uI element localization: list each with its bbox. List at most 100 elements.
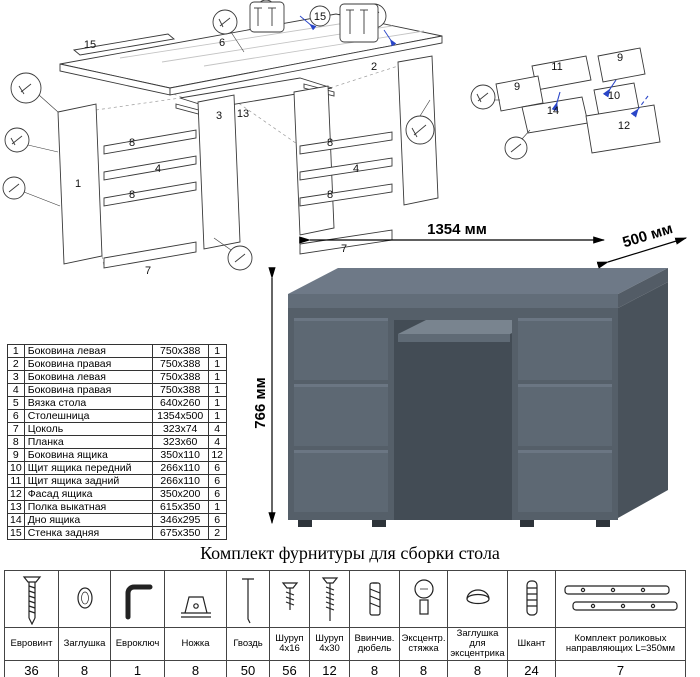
hardware-label: Заглушка bbox=[58, 627, 111, 661]
height-dimension-label: 766 мм bbox=[252, 377, 269, 428]
hardware-qty: 8 bbox=[349, 660, 400, 677]
desk-right-side bbox=[618, 282, 668, 518]
back-panel-left bbox=[72, 33, 176, 56]
hardware-kit-table: Евровинт Заглушка Евроключ Ножка Гвоздь … bbox=[4, 570, 686, 677]
part-size: 350x200 bbox=[151, 487, 209, 501]
part-callout: 9 bbox=[617, 52, 623, 64]
hardware-icon-cell bbox=[555, 570, 686, 628]
part-callout: 11 bbox=[551, 61, 562, 73]
rail-part bbox=[299, 183, 393, 207]
width-dimension-label: 1354 мм bbox=[427, 221, 487, 238]
drawer-front bbox=[518, 384, 612, 446]
hardware-qty-row: 36 8 1 8 50 56 12 8 8 8 24 7 bbox=[4, 660, 686, 677]
desk-render: 1354 мм 500 мм 766 мм bbox=[252, 220, 688, 527]
part-callout: 6 bbox=[219, 37, 225, 49]
part-callout: 9 bbox=[514, 81, 520, 93]
hardware-label: Шуруп 4x16 bbox=[269, 627, 310, 661]
part-size: 750x388 bbox=[151, 357, 209, 371]
part-callout: 1 bbox=[75, 178, 81, 190]
rail-part bbox=[103, 155, 197, 181]
wood-dowel-icon bbox=[525, 580, 538, 616]
foot-icon bbox=[180, 596, 211, 618]
keyboard-tray-front bbox=[398, 334, 510, 342]
cam-cap-icon bbox=[465, 589, 490, 605]
part-number: 1 bbox=[7, 344, 25, 358]
right-pedestal-drawers bbox=[518, 318, 612, 512]
hardware-label: Комплект роликовых направляющих L=350мм bbox=[555, 627, 686, 661]
part-size: 323x60 bbox=[151, 435, 209, 449]
part-callout: 4 bbox=[155, 163, 161, 175]
hardware-qty: 8 bbox=[58, 660, 111, 677]
exploded-view-diagram: 15 6 15 2 13 1 8 4 8 3 7 8 4 8 7 11 9 9 … bbox=[2, 0, 661, 277]
part-number-callouts: 15 6 15 2 13 1 8 4 8 3 7 8 4 8 7 bbox=[75, 11, 377, 277]
nail-icon bbox=[242, 578, 254, 624]
hardware-label: Ножка bbox=[164, 627, 227, 661]
rail-part bbox=[299, 157, 393, 181]
drawer-side-part bbox=[495, 75, 544, 112]
part-qty: 12 bbox=[207, 448, 227, 462]
confirmat-screw-icon bbox=[22, 576, 41, 625]
part-callout: 7 bbox=[341, 243, 347, 255]
dimension-lines bbox=[268, 236, 688, 525]
part-callout: 12 bbox=[618, 120, 630, 132]
hardware-icon-cell bbox=[349, 570, 400, 628]
part-callout: 8 bbox=[327, 189, 333, 201]
drawer-front bbox=[294, 450, 388, 512]
hardware-label: Шуруп 4x30 bbox=[309, 627, 350, 661]
part-name: Боковина правая bbox=[23, 383, 153, 397]
drawer-front bbox=[518, 450, 612, 512]
hardware-icon-cell bbox=[58, 570, 111, 628]
part-name: Боковина ящика bbox=[23, 448, 153, 462]
part-size: 346x295 bbox=[151, 513, 209, 527]
desk-middle-opening bbox=[394, 308, 512, 520]
roller-guides-icon bbox=[563, 585, 678, 611]
callout-circle bbox=[309, 5, 331, 27]
part-size: 266x110 bbox=[151, 461, 209, 475]
part-size: 266x110 bbox=[151, 474, 209, 488]
part-qty: 1 bbox=[207, 370, 227, 384]
part-qty: 1 bbox=[207, 409, 227, 423]
part-number: 11 bbox=[7, 474, 25, 488]
hardware-label: Эксцентр. стяжка bbox=[399, 627, 448, 661]
drawer-exploded-diagram bbox=[470, 47, 661, 160]
part-qty: 1 bbox=[207, 357, 227, 371]
part-name: Фасад ящика bbox=[23, 487, 153, 501]
part-qty: 1 bbox=[207, 383, 227, 397]
part-number: 8 bbox=[7, 435, 25, 449]
part-callout: 13 bbox=[237, 108, 249, 120]
part-name: Столешница bbox=[23, 409, 153, 423]
desk-top-edge bbox=[288, 294, 618, 308]
part-number: 2 bbox=[7, 357, 25, 371]
part-qty: 1 bbox=[207, 396, 227, 410]
hardware-icon-cell bbox=[507, 570, 556, 628]
hardware-labels-row: Евровинт Заглушка Евроключ Ножка Гвоздь … bbox=[4, 627, 686, 661]
hardware-label: Заглушка для эксцентрика bbox=[447, 627, 508, 661]
drawer-front bbox=[294, 318, 388, 380]
left-inner-panel-part bbox=[197, 94, 241, 250]
hardware-qty: 7 bbox=[555, 660, 686, 677]
hardware-icon-cell bbox=[164, 570, 227, 628]
left-side-panel-part bbox=[57, 103, 103, 265]
desk-feet bbox=[298, 520, 610, 527]
part-callout: 7 bbox=[145, 265, 151, 277]
desk-body bbox=[288, 268, 668, 527]
part-qty: 6 bbox=[207, 474, 227, 488]
hardware-label: Гвоздь bbox=[226, 627, 270, 661]
part-callout: 8 bbox=[327, 137, 333, 149]
hardware-label: Ввинчив. дюбель bbox=[349, 627, 400, 661]
part-callout: 15 bbox=[84, 39, 96, 51]
hardware-qty: 8 bbox=[164, 660, 227, 677]
hardware-qty: 1 bbox=[110, 660, 165, 677]
rail-part bbox=[299, 131, 393, 155]
